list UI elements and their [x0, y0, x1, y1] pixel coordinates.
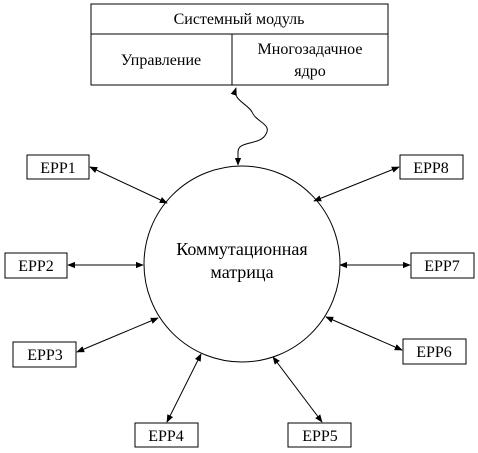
- link-epp8: [313, 166, 400, 202]
- module-matrix-connector: [230, 87, 268, 166]
- port-epp2: EPP2: [4, 252, 68, 279]
- port-box: [287, 422, 352, 448]
- port-epp6: EPP6: [402, 338, 467, 365]
- port-epp8: EPP8: [399, 154, 464, 180]
- link-epp4: [166, 353, 202, 423]
- link-epp1: [89, 166, 168, 204]
- port-epp7: EPP7: [410, 252, 475, 279]
- port-label: EPP2: [18, 258, 54, 275]
- port-box: [399, 154, 464, 180]
- port-label: EPP8: [413, 160, 449, 177]
- port-epp4: EPP4: [134, 422, 199, 448]
- port-epp3: EPP3: [12, 341, 77, 368]
- system-module: Системный модуль Управление Многозадачно…: [90, 3, 389, 86]
- port-box: [402, 338, 467, 365]
- port-label: EPP1: [40, 160, 76, 177]
- matrix-label-line1: Коммутационная: [176, 239, 307, 259]
- control-cell: [90, 33, 233, 86]
- multitask-kernel-cell: [231, 33, 389, 86]
- port-box: [26, 154, 90, 180]
- port-label: EPP4: [148, 428, 184, 445]
- port-box: [410, 252, 475, 279]
- port-label: EPP3: [27, 347, 63, 364]
- link-epp6: [325, 316, 403, 351]
- port-label: EPP6: [416, 344, 452, 361]
- port-box: [12, 341, 77, 368]
- port-box: [4, 252, 68, 279]
- multitask-kernel-label-line1: Многозадачное: [258, 41, 363, 58]
- port-label: EPP5: [302, 428, 338, 445]
- system-module-header: [90, 3, 389, 35]
- link-epp5: [272, 356, 323, 423]
- link-epp3: [76, 317, 159, 353]
- system-module-title: Системный модуль: [174, 11, 305, 28]
- matrix-label-line2: матрица: [210, 262, 273, 282]
- port-box: [134, 422, 199, 448]
- port-epp5: EPP5: [287, 422, 352, 448]
- port-epp1: EPP1: [26, 154, 90, 180]
- port-label: EPP7: [424, 258, 460, 275]
- multitask-kernel-label-line2: ядро: [294, 63, 326, 80]
- switching-matrix: Коммутационная матрица: [143, 165, 341, 363]
- control-label: Управление: [121, 52, 201, 69]
